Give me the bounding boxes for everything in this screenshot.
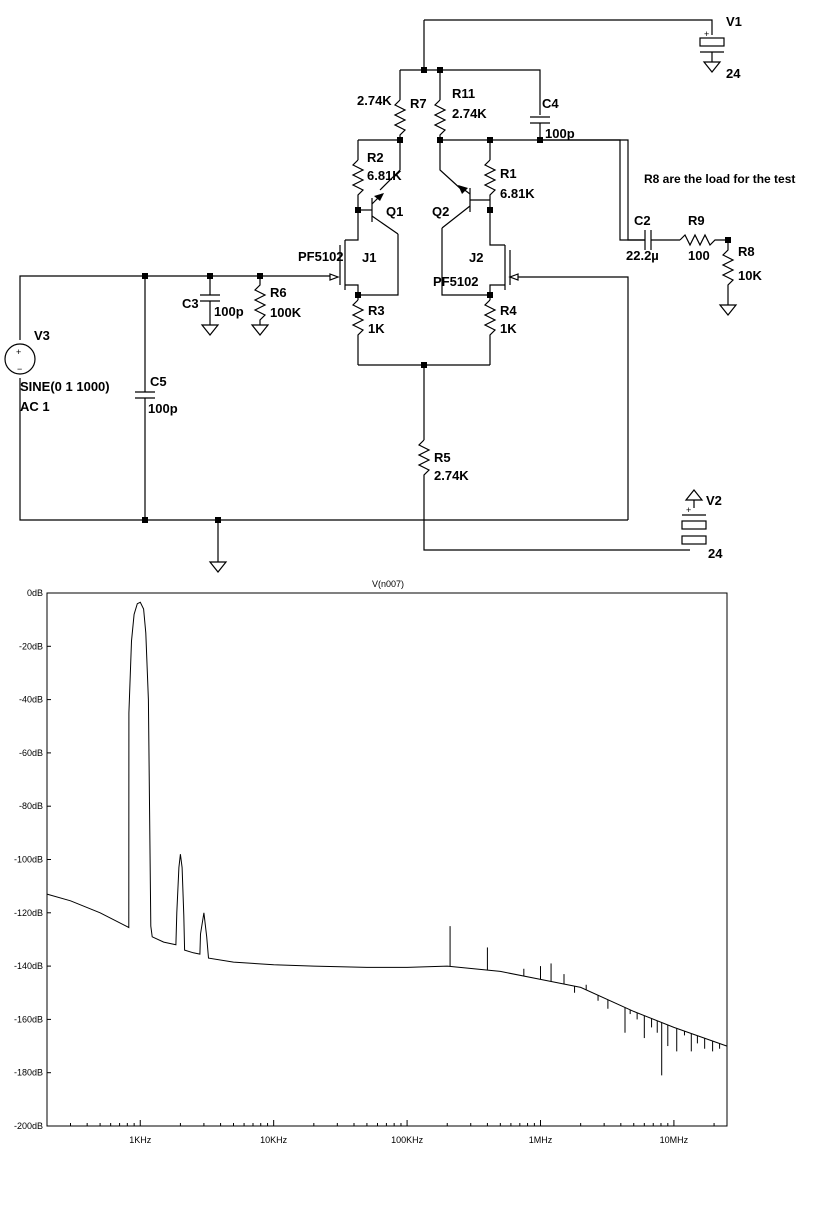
- c5-label: C5: [150, 374, 167, 389]
- v3-ac: AC 1: [20, 399, 50, 414]
- y-tick-label: -20dB: [19, 641, 43, 651]
- spectrum-trace: [46, 601, 728, 1047]
- x-tick-label: 1MHz: [529, 1135, 553, 1145]
- r3-label: R3: [368, 303, 385, 318]
- svg-text:+: +: [16, 347, 21, 357]
- resistor-r7: [393, 99, 407, 140]
- c4-value: 100p: [545, 126, 575, 141]
- x-tick-label: 10MHz: [660, 1135, 689, 1145]
- resistor-r8: [721, 240, 735, 305]
- y-tick-label: -40dB: [19, 695, 43, 705]
- chart-title: V(n007): [372, 579, 404, 589]
- r9-value: 100: [688, 248, 710, 263]
- r11-label: R11: [452, 86, 475, 101]
- r6-label: R6: [270, 285, 287, 300]
- resistor-r1: [483, 159, 497, 210]
- r6-value: 100K: [270, 305, 302, 320]
- c5-value: 100p: [148, 401, 178, 416]
- c3-value: 100p: [214, 304, 244, 319]
- c3-label: C3: [182, 296, 199, 311]
- y-tick-label: -100dB: [14, 855, 43, 865]
- resistor-r11: [433, 99, 447, 140]
- x-tick-label: 10KHz: [260, 1135, 288, 1145]
- v2-label: V2: [706, 493, 722, 508]
- r4-value: 1K: [500, 321, 517, 336]
- r1-label: R1: [500, 166, 517, 181]
- resistor-r5: [417, 439, 690, 551]
- capacitor-c5: [135, 276, 155, 520]
- capacitor-c2: [644, 230, 680, 250]
- r2-label: R2: [367, 150, 384, 165]
- svg-text:+: +: [686, 505, 691, 515]
- j2-label: J2: [469, 250, 483, 265]
- r11-value: 2.74K: [452, 106, 487, 121]
- resistor-r6: [253, 276, 267, 325]
- load-note: R8 are the load for the test: [644, 172, 795, 186]
- r5-label: R5: [434, 450, 451, 465]
- r2-value: 6.81K: [367, 168, 402, 183]
- x-tick-label: 1KHz: [129, 1135, 152, 1145]
- y-tick-label: -140dB: [14, 961, 43, 971]
- r8-label: R8: [738, 244, 755, 259]
- r9-label: R9: [688, 213, 705, 228]
- jfet-j2: [489, 210, 629, 520]
- resistor-r3: [351, 299, 365, 365]
- capacitor-c3: [200, 276, 220, 336]
- q1-label: Q1: [386, 204, 403, 219]
- y-tick-label: -200dB: [14, 1121, 43, 1131]
- q2-label: Q2: [432, 204, 449, 219]
- svg-text:−: −: [17, 364, 22, 374]
- r4-label: R4: [500, 303, 517, 318]
- y-tick-label: 0dB: [27, 588, 43, 598]
- battery-v2: +: [681, 489, 707, 545]
- r5-value: 2.74K: [434, 468, 469, 483]
- transistor-q2: [441, 185, 490, 296]
- junction-dots: [142, 67, 731, 523]
- j1-label: J1: [362, 250, 376, 265]
- j2-value: PF5102: [433, 274, 479, 289]
- v1-label: V1: [726, 14, 742, 29]
- j1-value: PF5102: [298, 249, 344, 264]
- r7-label: R7: [410, 96, 427, 111]
- ground-symbol: [208, 520, 228, 573]
- y-tick-label: -160dB: [14, 1014, 43, 1024]
- svg-text:+: +: [704, 29, 709, 39]
- v3-sine: SINE(0 1 1000): [20, 379, 110, 394]
- r7-value: 2.74K: [357, 93, 392, 108]
- y-axis: 0dB -20dB -40dB -60dB -80dB -100dB -120dB -140d…: [14, 588, 51, 1131]
- y-tick-label: -80dB: [19, 801, 43, 811]
- r1-value: 6.81K: [500, 186, 535, 201]
- x-axis: 1KHz 10KHz 100KHz 1MHz 10MHz: [46, 1120, 715, 1145]
- resistor-r4: [483, 299, 497, 365]
- v2-value: 24: [708, 546, 723, 561]
- v1-value: 24: [726, 66, 741, 81]
- source-v3: + −: [4, 343, 36, 375]
- y-tick-label: -120dB: [14, 908, 43, 918]
- c2-label: C2: [634, 213, 651, 228]
- resistor-r2: [351, 159, 365, 210]
- battery-v1: +: [699, 29, 725, 73]
- r8-value: 10K: [738, 268, 762, 283]
- y-tick-label: -180dB: [14, 1068, 43, 1078]
- y-tick-label: -60dB: [19, 748, 43, 758]
- fft-chart: V(n007) 0dB -20dB -40dB -60dB -80dB -100dB -12…: [14, 579, 728, 1145]
- r3-value: 1K: [368, 321, 385, 336]
- c4-label: C4: [542, 96, 559, 111]
- circuit-schematic: + V1 24 2.74K R7 R11 2.74K C4 100p R2 6.…: [4, 14, 795, 573]
- v3-label: V3: [34, 328, 50, 343]
- x-tick-label: 100KHz: [391, 1135, 424, 1145]
- resistor-r9: [679, 233, 728, 247]
- plot-frame: [46, 592, 728, 1127]
- top-rail: [399, 19, 713, 115]
- c2-value: 22.2µ: [626, 248, 659, 263]
- harmonic-spurs: [449, 926, 721, 1076]
